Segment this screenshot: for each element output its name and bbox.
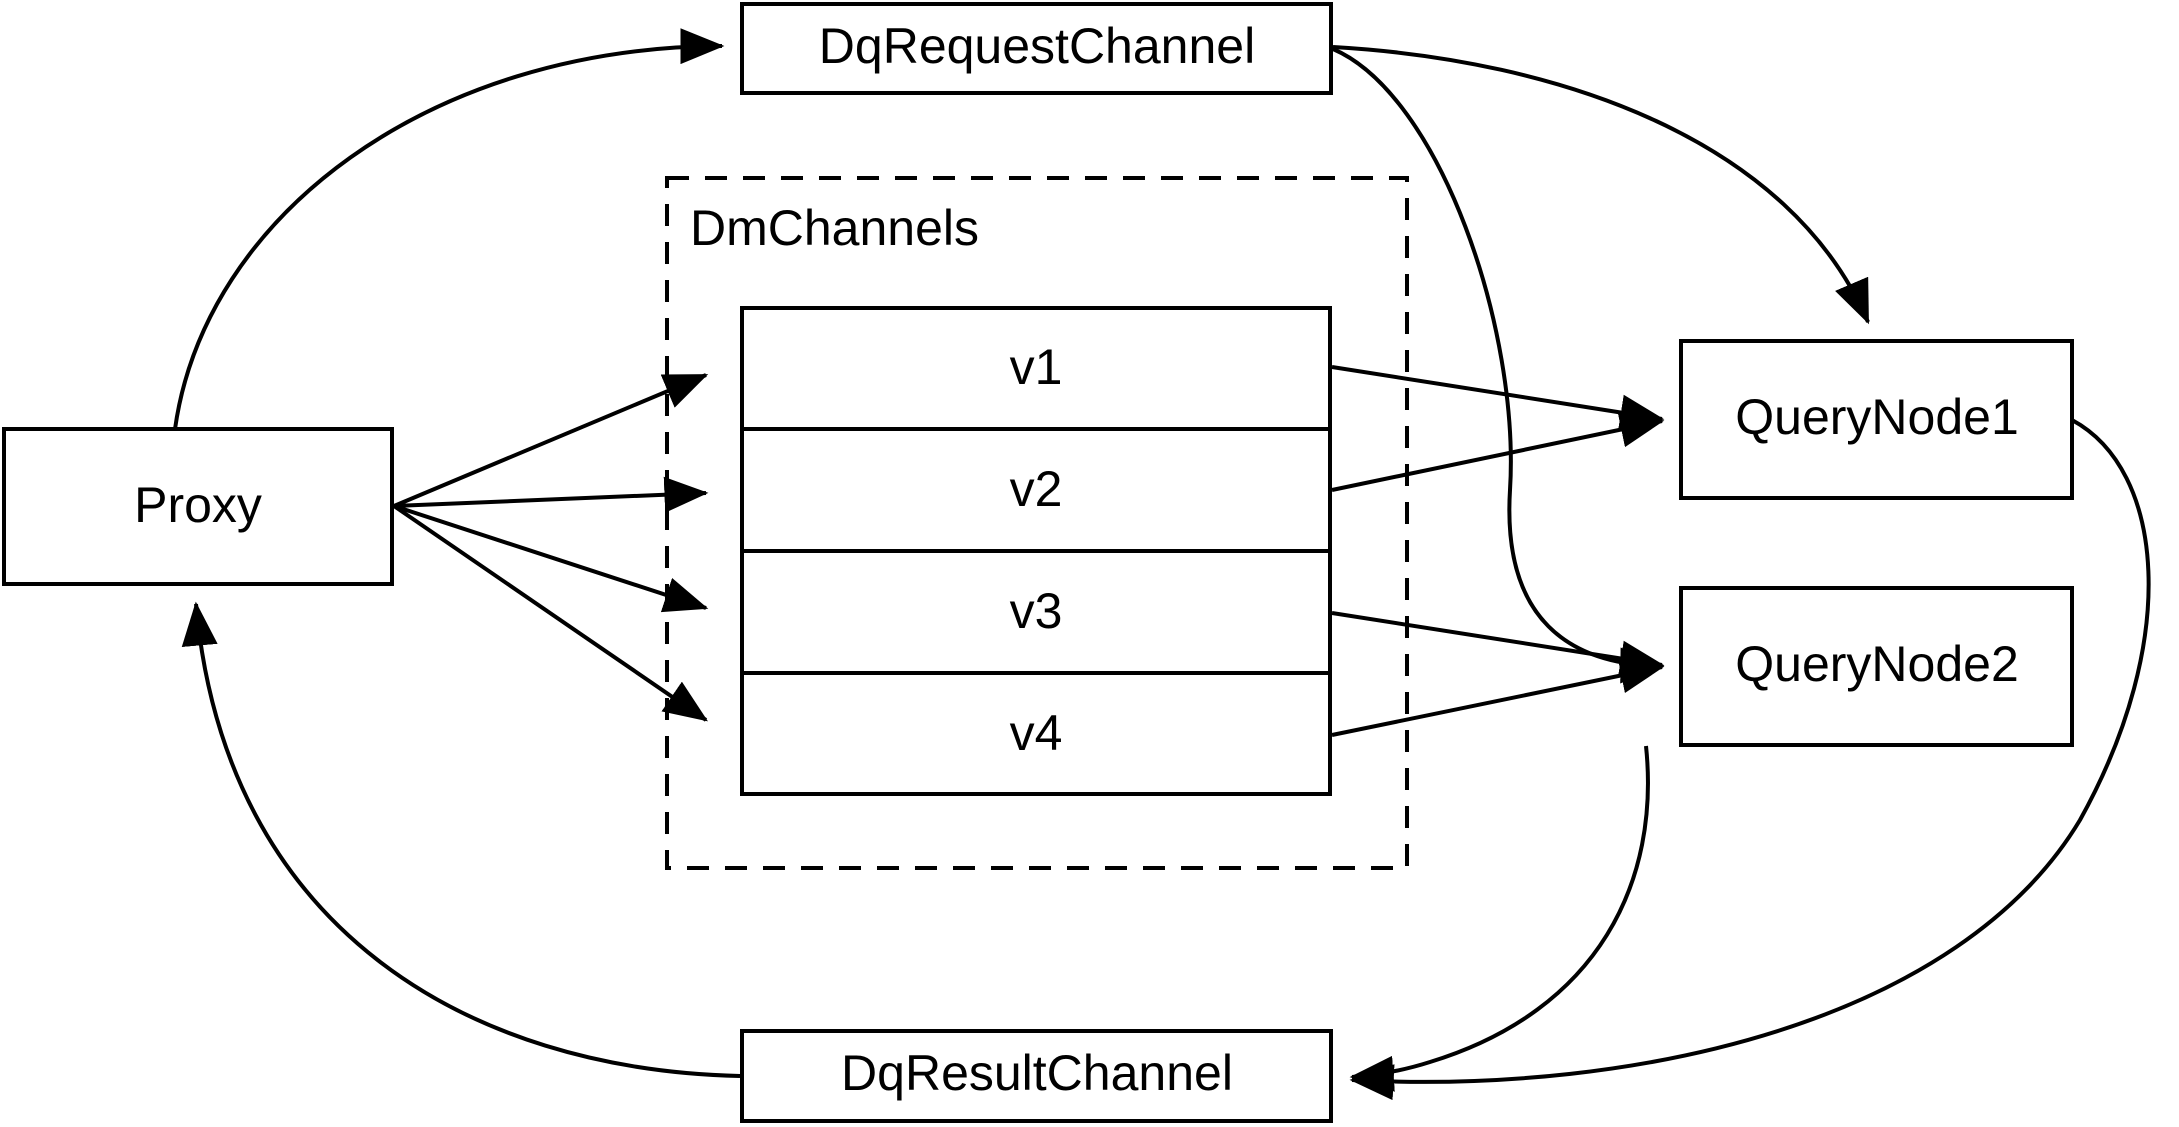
proxy-box[interactable] bbox=[2, 427, 394, 586]
edge-proxy-to-v3 bbox=[393, 504, 709, 613]
edge-querynode1-to-dqresultchannel bbox=[1349, 418, 2151, 1101]
node-dq-request-channel[interactable]: DqRequestChannel bbox=[740, 2, 1333, 95]
edge-proxy-to-v2 bbox=[393, 476, 709, 513]
dq-result-channel-box[interactable] bbox=[740, 1029, 1333, 1123]
edge-dqrequestchannel-to-querynode1 bbox=[1332, 45, 1870, 325]
edge-v3-to-querynode2 bbox=[1331, 611, 1665, 677]
edge-layer bbox=[173, 28, 2151, 1101]
edge-dqrequestchannel-to-querynode2 bbox=[1332, 47, 1665, 684]
edge-v1-to-querynode1 bbox=[1331, 365, 1665, 431]
node-query-node-2[interactable]: QueryNode2 bbox=[1679, 586, 2074, 747]
vchannel-label-v4: v4 bbox=[1010, 705, 1063, 761]
edge-dqresultchannel-to-proxy bbox=[181, 601, 741, 1078]
query-node-2-label: QueryNode2 bbox=[1735, 636, 2019, 692]
query-node-1-label: QueryNode1 bbox=[1735, 389, 2019, 445]
vchannel-label-v1: v1 bbox=[1010, 339, 1063, 395]
node-query-node-1[interactable]: QueryNode1 bbox=[1679, 339, 2074, 500]
dq-request-channel-label: DqRequestChannel bbox=[819, 18, 1255, 74]
edge-proxy-to-v4 bbox=[392, 504, 708, 722]
query-node-1-box[interactable] bbox=[1679, 339, 2074, 500]
vchannel-stack: v1 v2 v3 v4 bbox=[740, 306, 1332, 796]
node-dq-result-channel[interactable]: DqResultChannel bbox=[740, 1029, 1333, 1123]
dq-result-channel-label: DqResultChannel bbox=[841, 1045, 1233, 1101]
group-dm-channels: DmChannels bbox=[665, 176, 1409, 870]
vchannel-label-v2: v2 bbox=[1010, 461, 1063, 517]
dq-request-channel-box[interactable] bbox=[740, 2, 1333, 95]
query-node-2-box[interactable] bbox=[1679, 586, 2074, 747]
edge-proxy-to-v1 bbox=[393, 373, 709, 508]
dm-channels-label: DmChannels bbox=[690, 200, 979, 256]
edge-proxy-to-dqrequestchannel bbox=[173, 28, 725, 430]
edge-v2-to-querynode1 bbox=[1331, 411, 1665, 492]
proxy-label: Proxy bbox=[134, 477, 262, 533]
vchannel-label-v3: v3 bbox=[1010, 583, 1063, 639]
dm-channels-boundary bbox=[665, 176, 1409, 870]
edge-v4-to-querynode2 bbox=[1331, 657, 1665, 737]
edge-querynode2-to-dqresultchannel bbox=[1349, 745, 1650, 1092]
node-proxy[interactable]: Proxy bbox=[2, 427, 394, 586]
